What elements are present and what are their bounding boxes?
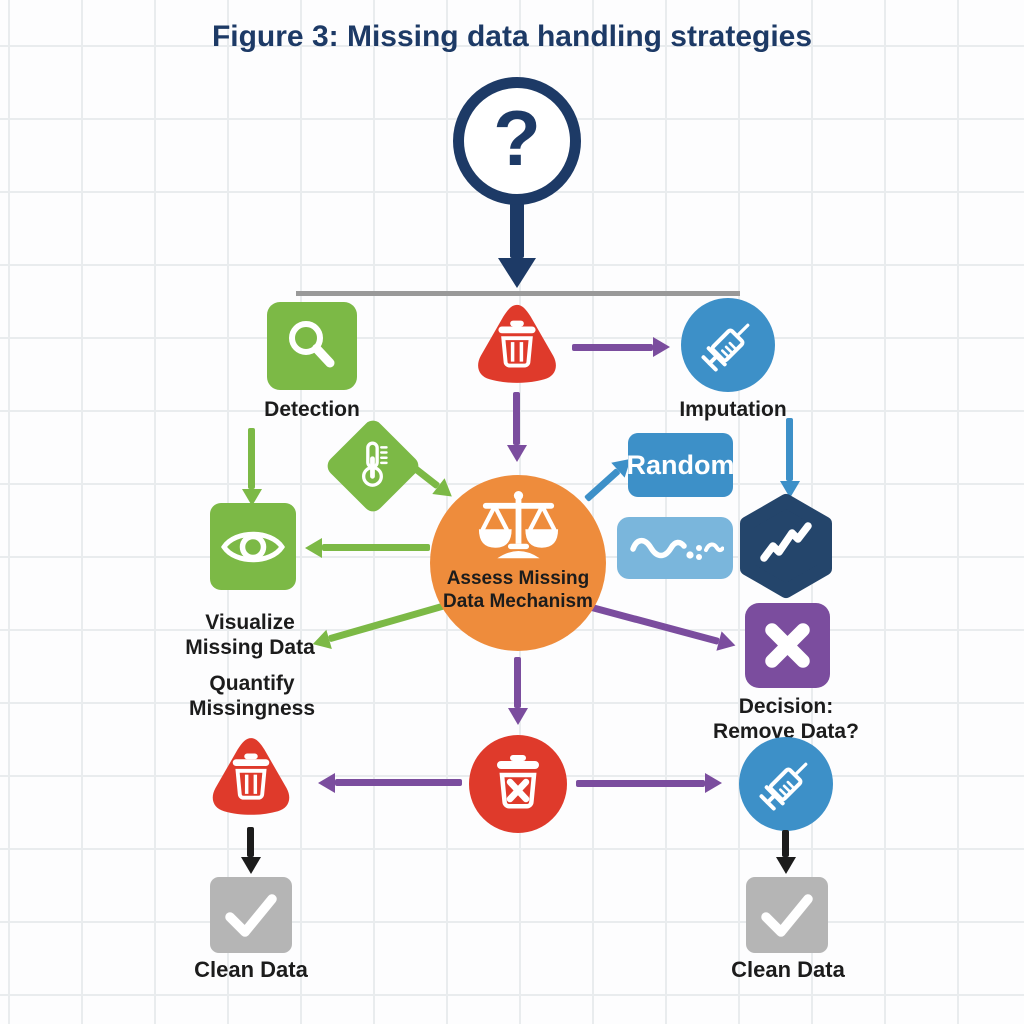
quantify-label: Quantify Missingness: [188, 672, 316, 720]
clean-data-right-label: Clean Data: [731, 957, 845, 982]
imputation-node: [681, 298, 775, 392]
wave-dots-icon: [630, 537, 724, 560]
visualize-label: Visualize Missing Data: [185, 611, 315, 659]
assess-label: Assess Missing Data Mechanism: [443, 568, 593, 612]
arrow-assess-to-eye: [305, 537, 430, 559]
assess-mechanism-node: Assess Missing Data Mechanism: [430, 475, 606, 651]
visualize-eye-node: [210, 503, 296, 590]
thermometer-node: [323, 416, 423, 516]
check-icon: [225, 894, 277, 937]
arrow-assess-to-delete: [507, 657, 529, 725]
top-bar: [296, 291, 740, 296]
figure-title: Figure 3: Missing data handling strategi…: [211, 20, 813, 53]
arrow-delete-to-impute: [576, 772, 722, 794]
imputation-label: Imputation: [679, 398, 787, 421]
decision-remove-node: [745, 603, 830, 688]
clean-data-right-node: [746, 877, 828, 953]
remove-trash-node: [212, 738, 290, 815]
delete-node: [469, 735, 567, 833]
arrow-impute-to-clean: [775, 830, 797, 874]
question-node: ?: [453, 77, 581, 205]
trend-zigzag-icon: [760, 522, 812, 562]
arrow-delete-to-assess: [506, 392, 528, 462]
arrow-thermometer-to-assess: [407, 458, 458, 505]
decision-label: Decision: Remove Data?: [713, 695, 859, 743]
trash-x-icon: [497, 755, 539, 809]
arrow-detection-to-eye: [241, 428, 263, 506]
trend-hexagon-node: [740, 494, 832, 598]
arrow-delete-to-remove: [318, 772, 462, 794]
arrow-remove-to-clean: [240, 827, 262, 874]
random-node: Random: [627, 433, 735, 497]
clean-data-left-label: Clean Data: [194, 957, 308, 982]
syringe-icon: [701, 323, 750, 372]
trash-icon: [232, 753, 270, 800]
delete-option-node: [478, 304, 556, 383]
arrow-question-down: [498, 202, 536, 288]
x-icon: [765, 623, 810, 668]
impute-node: [739, 737, 833, 831]
clean-data-left-node: [210, 877, 292, 953]
wave-node: [617, 517, 733, 579]
arrow-imputation-to-trend: [779, 418, 801, 498]
syringe-icon: [759, 762, 808, 811]
trash-icon: [498, 320, 536, 368]
search-icon: [289, 321, 335, 368]
thermometer-icon: [362, 441, 388, 487]
detection-label: Detection: [264, 398, 360, 421]
scales-icon: [478, 491, 558, 559]
detection-node: [267, 302, 357, 390]
eye-icon: [221, 531, 285, 562]
arrow-delete-to-imputation: [572, 336, 670, 358]
question-icon: ?: [493, 94, 541, 182]
check-icon: [761, 894, 813, 937]
